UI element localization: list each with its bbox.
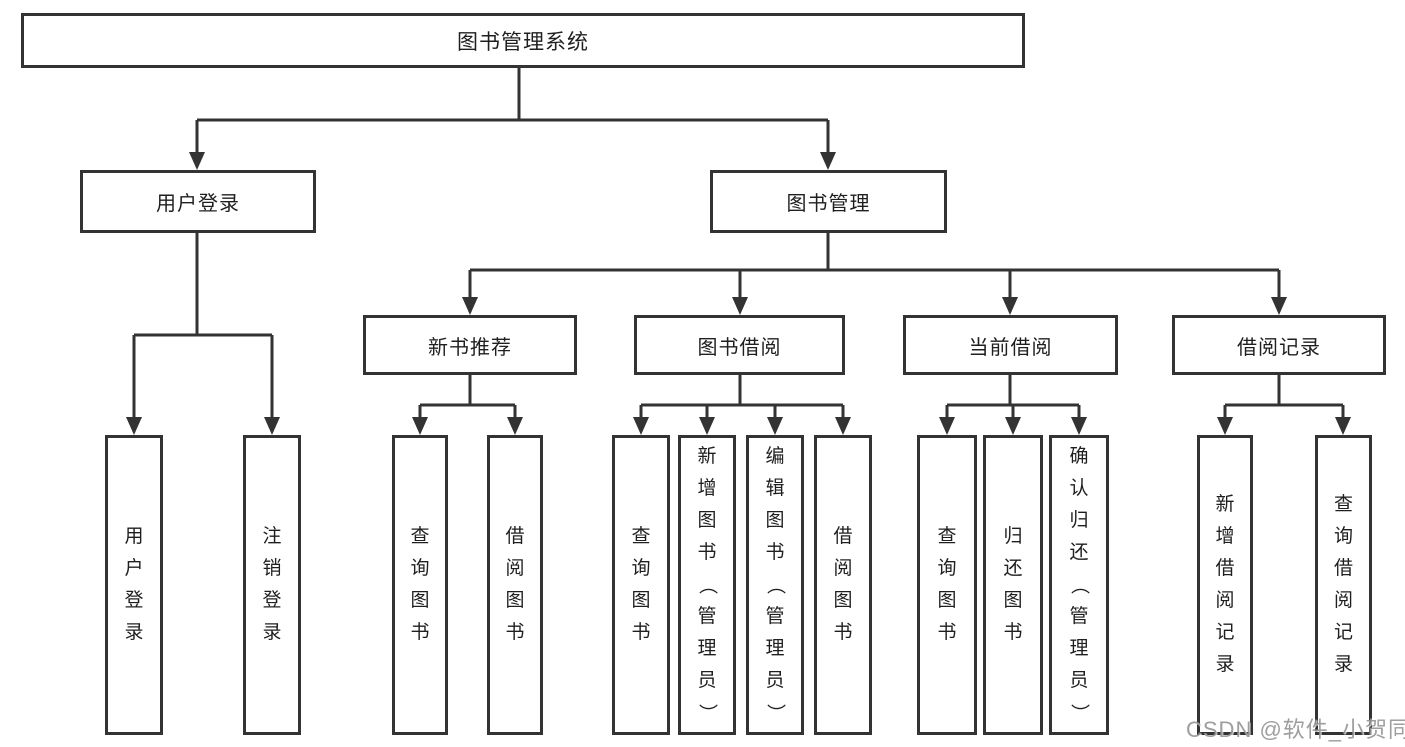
node-current-borrow: 当前借阅 bbox=[903, 315, 1118, 375]
leaf-query-books-1: 查询图书 bbox=[392, 435, 448, 735]
node-root: 图书管理系统 bbox=[21, 13, 1025, 68]
leaf-confirm-return-admin: 确认归还（管理员） bbox=[1049, 435, 1109, 735]
leaf-user-login: 用户登录 bbox=[105, 435, 163, 735]
connector-user-login bbox=[132, 233, 274, 421]
leaf-query-books-2: 查询图书 bbox=[612, 435, 670, 735]
leaf-add-books-admin: 新增图书（管理员） bbox=[678, 435, 736, 735]
node-borrow-records: 借阅记录 bbox=[1172, 315, 1386, 375]
leaf-return-books: 归还图书 bbox=[983, 435, 1043, 735]
node-new-books: 新书推荐 bbox=[363, 315, 577, 375]
leaf-query-borrow-record: 查询借阅记录 bbox=[1315, 435, 1372, 735]
leaf-logout: 注销登录 bbox=[243, 435, 301, 735]
connector-borrowing bbox=[639, 375, 845, 421]
node-user-login: 用户登录 bbox=[80, 170, 316, 233]
leaf-edit-books-admin: 编辑图书（管理员） bbox=[746, 435, 804, 735]
connector-current bbox=[945, 375, 1081, 421]
leaf-add-borrow-record: 新增借阅记录 bbox=[1197, 435, 1253, 735]
leaf-borrow-books-1: 借阅图书 bbox=[487, 435, 543, 735]
connector-new-books bbox=[418, 375, 517, 421]
connector-records bbox=[1223, 375, 1345, 421]
connector-root bbox=[195, 68, 830, 156]
leaf-borrow-books-2: 借阅图书 bbox=[814, 435, 872, 735]
node-borrowing: 图书借阅 bbox=[634, 315, 845, 375]
csdn-watermark: CSDN @软件_小贺同学 bbox=[1186, 717, 1405, 742]
node-book-mgmt: 图书管理 bbox=[710, 170, 947, 233]
leaf-query-books-3: 查询图书 bbox=[917, 435, 977, 735]
connector-book-mgmt bbox=[468, 233, 1281, 301]
